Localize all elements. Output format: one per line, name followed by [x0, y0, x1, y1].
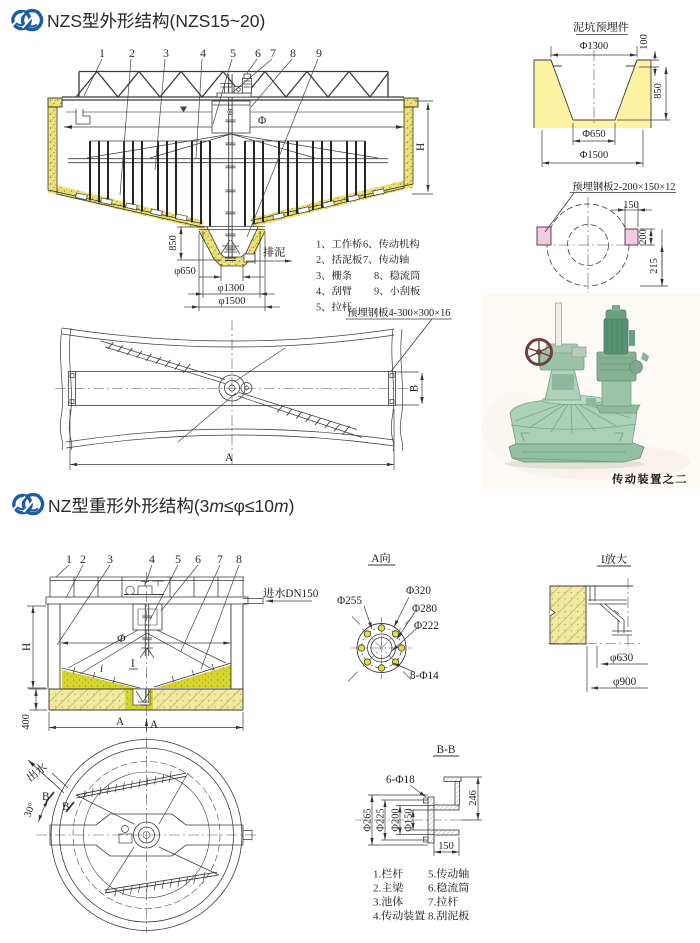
svg-text:1、工作桥: 1、工作桥	[316, 239, 363, 251]
svg-text:5.传动轴: 5.传动轴	[428, 868, 469, 881]
svg-text:B: B	[42, 791, 49, 803]
svg-text:Φ1300: Φ1300	[580, 41, 608, 52]
svg-text:4.传动装置: 4.传动装置	[373, 910, 425, 923]
svg-text:6、传动机构: 6、传动机构	[363, 239, 420, 251]
svg-text:4: 4	[200, 46, 206, 60]
svg-text:6: 6	[195, 552, 201, 566]
svg-text:400: 400	[21, 714, 32, 730]
svg-text:H: H	[415, 143, 427, 151]
svg-text:1.栏杆: 1.栏杆	[373, 868, 403, 881]
svg-text:A向: A向	[371, 552, 390, 565]
svg-text:150: 150	[623, 200, 639, 211]
svg-text:3.池体: 3.池体	[373, 896, 403, 909]
svg-text:φ900: φ900	[613, 676, 637, 688]
svg-text:5: 5	[175, 552, 181, 566]
svg-text:A: A	[150, 719, 158, 731]
svg-text:Φ: Φ	[117, 633, 126, 645]
svg-text:Φ255: Φ255	[337, 595, 362, 607]
svg-text:NZS型外形结构(NZS15~20): NZS型外形结构(NZS15~20)	[47, 11, 265, 31]
svg-text:Φ320: Φ320	[406, 585, 431, 597]
svg-text:2: 2	[129, 46, 135, 60]
svg-text:4、刮臂: 4、刮臂	[316, 286, 352, 298]
svg-text:100: 100	[639, 34, 650, 50]
svg-text:Φ650: Φ650	[582, 129, 605, 140]
svg-text:Φ150: Φ150	[404, 808, 415, 831]
svg-text:246: 246	[468, 790, 479, 806]
svg-text:NZ型重形外形结构(3m≤φ≤10m): NZ型重形外形结构(3m≤φ≤10m)	[48, 496, 294, 516]
svg-text:3: 3	[163, 46, 169, 60]
svg-text:Φ280: Φ280	[412, 603, 437, 615]
svg-text:Φ265: Φ265	[363, 808, 374, 831]
svg-text:9: 9	[316, 46, 322, 60]
svg-text:I: I	[131, 658, 135, 670]
svg-text:Φ: Φ	[258, 115, 266, 127]
svg-text:850: 850	[653, 83, 664, 99]
svg-text:进水DN150: 进水DN150	[263, 587, 319, 600]
svg-text:Φ1500: Φ1500	[580, 150, 608, 161]
svg-text:5: 5	[230, 46, 236, 60]
svg-text:200: 200	[638, 229, 649, 245]
svg-text:泥坑预埋件: 泥坑预埋件	[573, 21, 629, 34]
svg-text:2: 2	[80, 552, 86, 566]
svg-text:I放大: I放大	[601, 553, 627, 566]
svg-text:φ650: φ650	[174, 266, 196, 277]
svg-text:150: 150	[438, 841, 454, 852]
svg-text:8-Φ14: 8-Φ14	[410, 670, 439, 682]
svg-text:6.稳流筒: 6.稳流筒	[428, 882, 469, 895]
svg-text:φ630: φ630	[610, 652, 634, 664]
svg-text:2、括泥板: 2、括泥板	[316, 254, 363, 266]
svg-text:7: 7	[217, 552, 223, 566]
svg-text:215: 215	[649, 258, 660, 274]
svg-text:i: i	[100, 663, 103, 675]
svg-text:B: B	[409, 385, 421, 392]
svg-text:7: 7	[270, 46, 276, 60]
svg-text:4: 4	[149, 552, 155, 566]
svg-text:1: 1	[99, 46, 105, 60]
svg-text:φ1500: φ1500	[219, 296, 246, 307]
svg-text:A: A	[225, 452, 233, 464]
svg-text:7、传动轴: 7、传动轴	[363, 254, 409, 266]
svg-text:1: 1	[66, 552, 72, 566]
svg-text:30°: 30°	[23, 801, 39, 819]
svg-text:排泥: 排泥	[263, 246, 285, 259]
svg-text:传动装置之二: 传动装置之二	[611, 473, 688, 486]
svg-text:8: 8	[290, 46, 296, 60]
svg-text:Φ225: Φ225	[376, 808, 387, 831]
svg-text:7.拉杆: 7.拉杆	[428, 896, 458, 909]
svg-text:φ1300: φ1300	[218, 283, 245, 294]
svg-text:Φ222: Φ222	[414, 620, 439, 632]
svg-text:A: A	[116, 716, 124, 728]
svg-text:预埋钢板4-300×300×16: 预埋钢板4-300×300×16	[347, 307, 451, 319]
svg-text:H: H	[21, 643, 33, 651]
svg-text:850: 850	[168, 235, 179, 251]
svg-text:B: B	[62, 801, 69, 813]
svg-text:8、稳流筒: 8、稳流筒	[374, 270, 420, 282]
svg-text:8: 8	[236, 552, 242, 566]
svg-text:6-Φ18: 6-Φ18	[386, 774, 415, 786]
svg-text:预埋钢板2-200×150×12: 预埋钢板2-200×150×12	[572, 181, 676, 193]
svg-text:8.刮泥板: 8.刮泥板	[428, 910, 469, 923]
svg-text:B-B: B-B	[437, 744, 456, 756]
svg-text:5、拉杆: 5、拉杆	[316, 301, 353, 313]
svg-text:3: 3	[107, 552, 113, 566]
svg-text:6: 6	[255, 46, 261, 60]
svg-text:2.主梁: 2.主梁	[373, 882, 403, 895]
svg-text:Φ200: Φ200	[391, 808, 402, 831]
svg-text:9、小刮板: 9、小刮板	[374, 286, 421, 298]
svg-text:3、栅条: 3、栅条	[316, 270, 352, 282]
